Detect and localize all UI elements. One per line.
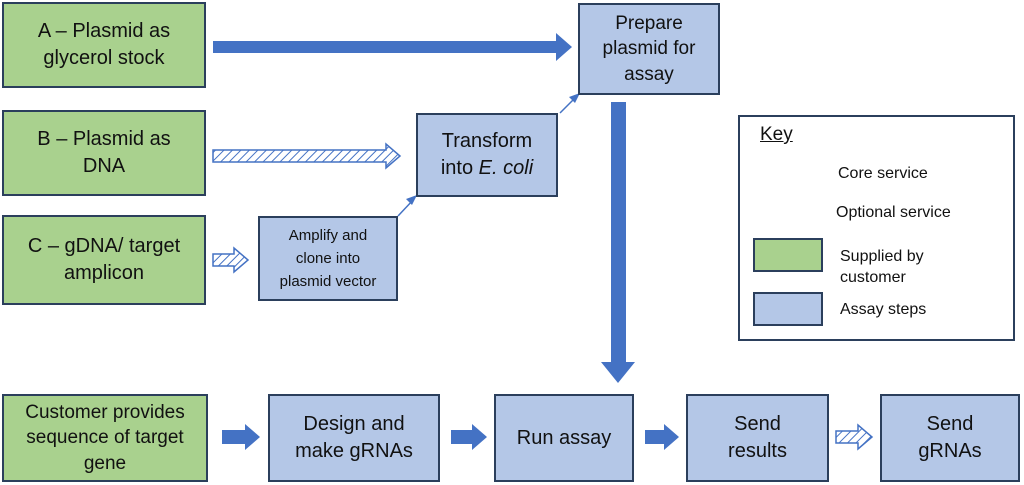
box-b-plasmid-dna: B – Plasmid as DNA: [2, 110, 206, 196]
box-prepare-plasmid: Prepare plasmid for assay: [578, 3, 720, 95]
arrow-customer-to-design: [222, 424, 260, 450]
arrow-run-to-results: [645, 424, 679, 450]
box-b-label: B – Plasmid as DNA: [37, 128, 171, 177]
design-label: Design and make gRNAs: [295, 413, 413, 462]
customer-label: Customer provides sequence of target gen…: [25, 401, 185, 474]
key-supplied-swatch: [753, 238, 823, 272]
box-run-assay: Run assay: [494, 394, 634, 482]
box-amplify-clone: Amplify and clone into plasmid vector: [258, 216, 398, 301]
prepare-label: Prepare plasmid for assay: [602, 12, 696, 85]
arrow-results-to-grnas: [835, 423, 874, 451]
arrow-c-to-amplify: [212, 246, 250, 274]
box-c-gdna-amplicon: C – gDNA/ target amplicon: [2, 215, 206, 305]
arrow-design-to-run: [451, 424, 487, 450]
box-design-grnas: Design and make gRNAs: [268, 394, 440, 482]
key-supplied-label: Supplied by customer: [840, 248, 924, 286]
transform-label: Transform into E. coli: [441, 128, 533, 182]
key-optional-label: Optional service: [836, 204, 951, 221]
box-send-grnas: Send gRNAs: [880, 394, 1020, 482]
arrow-prepare-to-run: [601, 102, 635, 383]
send-grnas-label: Send gRNAs: [918, 413, 982, 462]
transform-label-italic: E. coli: [478, 157, 534, 179]
box-transform: Transform into E. coli: [416, 113, 558, 197]
box-customer-sequence: Customer provides sequence of target gen…: [2, 394, 208, 482]
box-a-label: A – Plasmid as glycerol stock: [37, 20, 171, 69]
key-assay-swatch: [753, 292, 823, 326]
key-core-label: Core service: [838, 165, 928, 182]
amplify-label: Amplify and clone into plasmid vector: [279, 226, 377, 291]
box-c-label: C – gDNA/ target amplicon: [27, 235, 181, 284]
arrow-a-to-prepare: [213, 33, 572, 61]
box-send-results: Send results: [686, 394, 829, 482]
arrow-b-to-transform: [212, 142, 402, 170]
send-results-label: Send results: [728, 413, 787, 462]
transform-label-text: Transform into: [440, 130, 533, 179]
run-label: Run assay: [516, 426, 612, 449]
key-title: Key: [760, 124, 793, 145]
key-assay-label: Assay steps: [840, 301, 927, 318]
box-a-plasmid-glycerol: A – Plasmid as glycerol stock: [2, 2, 206, 88]
